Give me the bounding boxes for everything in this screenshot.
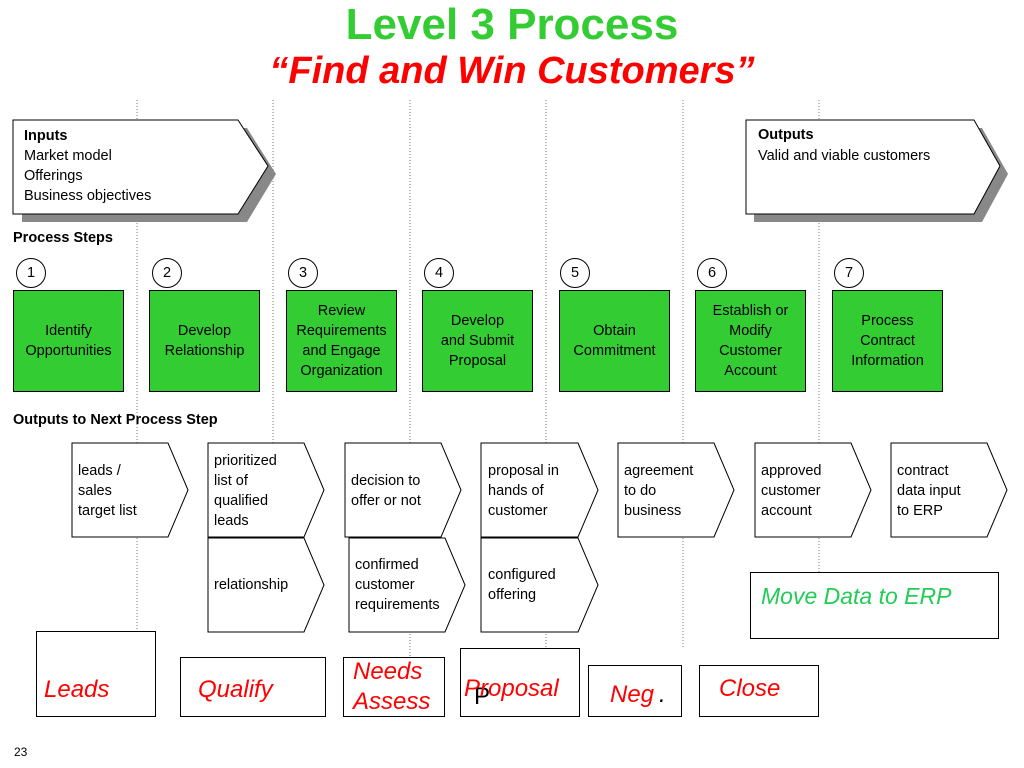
inputs-body: Market model Offerings Business objectiv… xyxy=(24,148,152,204)
output-pentagons-row1 xyxy=(71,442,1008,538)
step-number-2: 2 xyxy=(152,258,182,288)
stage-neg-dot: . xyxy=(659,681,666,708)
stage-close-box xyxy=(699,665,819,717)
stage-qualify-box xyxy=(180,657,326,717)
step-review-requirements: Review Requirements and Engage Organizat… xyxy=(286,290,397,392)
output-leads: leads / sales target list xyxy=(78,463,137,519)
stage-needs-box xyxy=(343,657,445,717)
step-number-5: 5 xyxy=(560,258,590,288)
outputs-body: Valid and viable customers xyxy=(758,148,931,164)
stage-qualify: Qualify xyxy=(198,676,273,703)
inputs-heading: Inputs xyxy=(24,128,68,144)
step-identify-opportunities: Identify Opportunities xyxy=(13,290,124,392)
stage-proposal-cursor: P xyxy=(474,683,491,710)
step-process-contract: Process Contract Information xyxy=(832,290,943,392)
inputs-arrow xyxy=(12,119,276,222)
step-number-4: 4 xyxy=(424,258,454,288)
output-configured: configured offering xyxy=(488,567,556,603)
stage-proposal: Proposal xyxy=(464,675,559,702)
stage-leads-box xyxy=(36,631,156,717)
stage-close: Close xyxy=(719,675,781,702)
move-data-text: Move Data to ERP xyxy=(761,583,952,609)
page-number: 23 xyxy=(14,745,28,759)
outputs-arrow xyxy=(745,119,1008,222)
output-relationship: relationship xyxy=(214,577,289,593)
outputs-next-label: Outputs to Next Process Step xyxy=(13,412,218,428)
outputs-heading: Outputs xyxy=(758,127,814,143)
process-steps-label: Process Steps xyxy=(13,230,113,246)
stage-neg-box xyxy=(588,665,682,717)
page-subtitle: “Find and Win Customers” xyxy=(269,50,755,92)
step-number-7: 7 xyxy=(834,258,864,288)
stage-leads: Leads xyxy=(44,676,110,703)
step-develop-relationship: Develop Relationship xyxy=(149,290,260,392)
step-develop-proposal: Develop and Submit Proposal xyxy=(422,290,533,392)
step-obtain-commitment: Obtain Commitment xyxy=(559,290,670,392)
step-establish-account: Establish or Modify Customer Account xyxy=(695,290,806,392)
page-title: Level 3 Process xyxy=(345,0,679,49)
stage-proposal-box xyxy=(460,648,580,717)
output-contract: contract data input to ERP xyxy=(897,463,961,519)
step-number-6: 6 xyxy=(697,258,727,288)
output-decision: decision to offer or not xyxy=(351,473,421,509)
move-data-box: Move Data to ERP xyxy=(750,572,999,639)
output-pentagons-row2 xyxy=(207,537,599,633)
stage-neg: Neg xyxy=(610,681,655,708)
step-number-3: 3 xyxy=(288,258,318,288)
output-confirmed: confirmed customer requirements xyxy=(355,557,440,613)
output-approved: approved customer account xyxy=(761,463,822,519)
step-number-1: 1 xyxy=(16,258,46,288)
output-prioritized: prioritized list of qualified leads xyxy=(214,453,277,529)
output-proposal: proposal in hands of customer xyxy=(488,463,559,519)
output-agreement: agreement to do business xyxy=(624,463,694,519)
stage-needs-assess: Needs Assess xyxy=(353,658,431,715)
